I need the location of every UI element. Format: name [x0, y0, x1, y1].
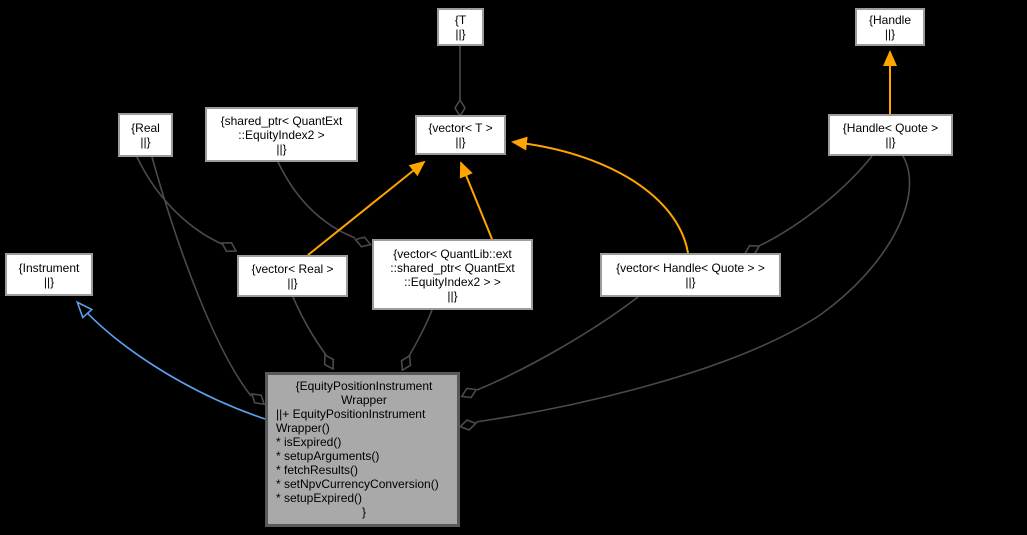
main-class-line: * setNpvCurrencyConversion() [276, 477, 439, 491]
node-handle[interactable]: {Handle ||} [855, 8, 925, 46]
node-equity-position-instrument-wrapper: {EquityPositionInstrument Wrapper ||+ Eq… [265, 372, 460, 527]
edge-vector-real-to-main [292, 296, 335, 371]
edge-vector-shared-ptr-to-main [400, 309, 433, 372]
node-instrument-line: ||} [43, 274, 55, 289]
node-shared-ptr-line: ||} [276, 141, 287, 156]
node-handle-quote[interactable]: {Handle< Quote > ||} [828, 114, 953, 156]
main-class-line: * setupArguments() [276, 449, 380, 463]
node-instrument-line: {Instrument [18, 260, 80, 275]
node-handle-quote-line: ||} [885, 135, 896, 149]
node-vector-handle-quote-line: ||} [685, 275, 696, 289]
edge-handle-quote-to-vector-handle-quote [743, 155, 873, 256]
edge-vector-real-to-vector-t [307, 160, 426, 256]
main-class-line: * setupExpired() [276, 491, 363, 505]
main-class-line: Wrapper [341, 393, 387, 407]
main-class-line: * isExpired() [276, 435, 342, 449]
edge-real-to-vector-real [136, 156, 238, 253]
node-vector-real-line: ||} [287, 276, 298, 290]
edge-vector-handle-quote-to-vector-t [511, 136, 689, 254]
node-vector-t-line: {vector< T > [428, 121, 493, 135]
node-instrument[interactable]: {Instrument ||} [5, 253, 93, 296]
main-class-line: ||+ EquityPositionInstrument [276, 407, 426, 421]
node-vector-shared-ptr[interactable]: {vector< QuantLib::ext ::shared_ptr< Qua… [372, 239, 533, 310]
node-handle-line: {Handle [868, 13, 912, 27]
edge-main-to-instrument [78, 303, 266, 420]
node-shared-ptr-line: ::EquityIndex2 > [238, 127, 325, 142]
node-vector-t[interactable]: {vector< T > ||} [415, 115, 506, 155]
node-vector-shared-ptr-line: {vector< QuantLib::ext [393, 246, 512, 261]
node-shared-ptr-line: {shared_ptr< QuantExt [220, 113, 343, 128]
node-vector-shared-ptr-line: ||} [447, 288, 458, 303]
node-t-line: {T [454, 13, 467, 27]
node-real-line: ||} [140, 135, 151, 149]
main-class-line: {EquityPositionInstrument [295, 379, 433, 393]
main-class-line: Wrapper() [276, 421, 330, 435]
node-vector-t-line: ||} [455, 135, 466, 149]
node-real[interactable]: {Real ||} [118, 113, 173, 157]
node-handle-quote-line: {Handle< Quote > [842, 121, 939, 135]
node-vector-handle-quote-line: {vector< Handle< Quote > > [616, 261, 765, 275]
node-vector-shared-ptr-line: ::shared_ptr< QuantExt [390, 260, 515, 275]
edge-t-to-vector-t [454, 46, 466, 118]
edge-vector-handle-quote-to-main [460, 296, 639, 399]
node-vector-real-line: {vector< Real > [251, 262, 334, 276]
node-vector-real[interactable]: {vector< Real > ||} [237, 255, 348, 297]
edge-handle-quote-to-main [458, 155, 911, 431]
edge-vector-shared-ptr-to-vector-t [459, 161, 493, 240]
node-vector-handle-quote[interactable]: {vector< Handle< Quote > > ||} [600, 253, 781, 297]
node-t-line: ||} [455, 27, 466, 41]
node-shared-ptr-equityindex2[interactable]: {shared_ptr< QuantExt ::EquityIndex2 > |… [205, 107, 358, 162]
edge-real-to-main [151, 156, 266, 406]
node-vector-shared-ptr-line: ::EquityIndex2 > > [404, 274, 501, 289]
main-class-line: } [361, 505, 366, 519]
node-t[interactable]: {T ||} [437, 8, 484, 46]
node-handle-line: ||} [884, 27, 896, 41]
node-real-line: {Real [131, 121, 160, 135]
edge-shared-ptr-to-vector-shared-ptr [277, 161, 373, 248]
main-class-line: * fetchResults() [276, 463, 359, 477]
